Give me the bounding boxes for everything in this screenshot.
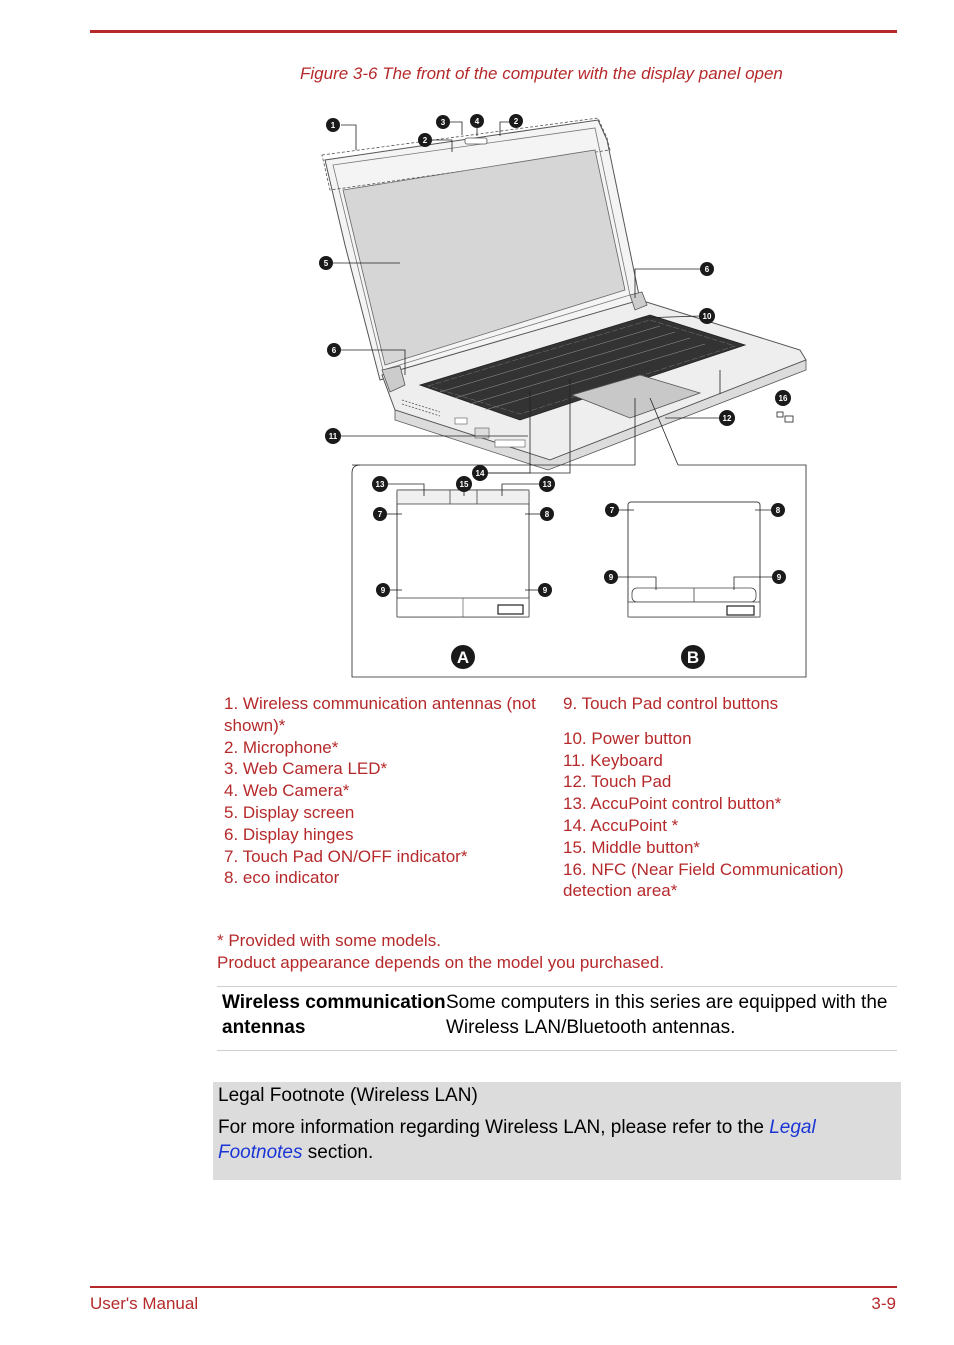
svg-text:11: 11 xyxy=(329,432,338,441)
header-rule xyxy=(90,30,897,33)
legend-item: 16. NFC (Near Field Communication) detec… xyxy=(563,859,844,901)
callout-7a: 7 xyxy=(373,507,387,521)
definition-description: Some computers in this series are equipp… xyxy=(446,992,888,1038)
callout-8b: 8 xyxy=(771,503,785,517)
callout-13b: 13 xyxy=(539,476,555,492)
callout-8a: 8 xyxy=(540,507,554,521)
callout-1: 1 xyxy=(326,118,340,132)
legend-item: 2. Microphone* xyxy=(224,737,339,757)
legend-item: 13. AccuPoint control button* xyxy=(563,794,782,814)
legend-item: 11. Keyboard xyxy=(563,750,663,770)
figure-notes: * Provided with some models. Product app… xyxy=(217,930,664,974)
svg-text:9: 9 xyxy=(543,586,548,595)
svg-text:2: 2 xyxy=(514,117,519,126)
callout-9a: 9 xyxy=(376,583,390,597)
legend-item: 12. Touch Pad xyxy=(563,772,672,792)
footer-manual-title: User's Manual xyxy=(90,1294,199,1313)
callout-3: 3 xyxy=(436,115,450,129)
legend-item: 10. Power button xyxy=(563,728,692,748)
legend-item: 1. Wireless communication antennas (not … xyxy=(224,694,536,735)
legend-item: 8. eco indicator xyxy=(224,868,340,888)
definition-table: Wireless communication antennas Some com… xyxy=(217,986,897,1051)
callout-11: 11 xyxy=(325,428,341,444)
svg-text:9: 9 xyxy=(777,573,782,582)
legend-item: 7. Touch Pad ON/OFF indicator* xyxy=(224,846,468,866)
svg-text:12: 12 xyxy=(723,414,732,423)
callout-9d: 9 xyxy=(772,570,786,584)
svg-text:9: 9 xyxy=(609,573,614,582)
callout-13a: 13 xyxy=(372,476,388,492)
definition-row: Wireless communication antennas Some com… xyxy=(217,987,897,1050)
legend-item: 4. Web Camera* xyxy=(224,781,350,801)
footnote-text-before: For more information regarding Wireless … xyxy=(218,1117,770,1138)
svg-text:16: 16 xyxy=(779,394,788,403)
legend-item: 9. Touch Pad control buttons xyxy=(563,694,779,713)
legend-item: 3. Web Camera LED* xyxy=(224,759,388,779)
svg-text:14: 14 xyxy=(476,469,485,478)
svg-text:4: 4 xyxy=(475,117,480,126)
svg-text:6: 6 xyxy=(705,265,710,274)
svg-text:8: 8 xyxy=(776,506,781,515)
svg-text:15: 15 xyxy=(460,480,469,489)
panel-label-a: A xyxy=(451,645,475,669)
footnote-text-after: section. xyxy=(302,1141,374,1163)
footnote-text: For more information regarding Wireless … xyxy=(218,1116,890,1165)
laptop-illustration: 1 2 3 4 2 5 6 6 10 16 12 11 14 13 15 13 … xyxy=(319,114,807,678)
callout-5: 5 xyxy=(319,256,333,270)
svg-text:2: 2 xyxy=(423,136,428,145)
legend-item: 5. Display screen xyxy=(224,802,355,822)
svg-text:9: 9 xyxy=(381,586,386,595)
legal-footnotes-link[interactable]: Legal Footnotes xyxy=(218,1117,816,1163)
legend-item: 15. Middle button* xyxy=(563,837,701,857)
definition-term: Wireless communication antennas xyxy=(222,992,446,1038)
callout-10: 10 xyxy=(699,308,715,324)
callout-15: 15 xyxy=(456,476,472,492)
callout-7b: 7 xyxy=(605,503,619,517)
svg-text:7: 7 xyxy=(378,510,383,519)
callout-16: 16 xyxy=(775,390,791,406)
legend-item: 6. Display hinges xyxy=(224,824,354,844)
svg-text:13: 13 xyxy=(543,480,552,489)
svg-text:6: 6 xyxy=(332,346,337,355)
svg-text:10: 10 xyxy=(703,312,712,321)
note-line: * Provided with some models. xyxy=(217,931,441,950)
callout-9c: 9 xyxy=(604,570,618,584)
svg-text:A: A xyxy=(457,648,469,667)
legal-footnote-box: Legal Footnote (Wireless LAN) For more i… xyxy=(213,1082,901,1180)
footnote-title: Legal Footnote (Wireless LAN) xyxy=(218,1085,478,1106)
laptop-figure: 1 2 3 4 2 5 6 6 10 16 12 11 14 13 15 13 … xyxy=(300,100,820,690)
callout-6b: 6 xyxy=(700,262,714,276)
footer-page-number: 3-9 xyxy=(871,1294,896,1313)
figure-caption: Figure 3-6 The front of the computer wit… xyxy=(300,64,783,83)
svg-text:3: 3 xyxy=(441,118,446,127)
footer-rule xyxy=(90,1286,897,1288)
svg-text:1: 1 xyxy=(331,121,336,130)
callout-2a: 2 xyxy=(418,133,432,147)
svg-text:5: 5 xyxy=(324,259,329,268)
svg-text:B: B xyxy=(687,648,699,667)
note-line: Product appearance depends on the model … xyxy=(217,953,665,972)
legend-right-column: 9. Touch Pad control buttons 10. Power b… xyxy=(563,693,883,902)
callout-9b: 9 xyxy=(538,583,552,597)
callout-2b: 2 xyxy=(509,114,523,128)
panel-label-b: B xyxy=(681,645,705,669)
callout-6a: 6 xyxy=(327,343,341,357)
callout-4: 4 xyxy=(470,114,484,128)
callout-12: 12 xyxy=(719,410,735,426)
legend-item: 14. AccuPoint * xyxy=(563,815,679,835)
svg-text:13: 13 xyxy=(376,480,385,489)
callout-14: 14 xyxy=(472,465,488,481)
svg-text:7: 7 xyxy=(610,506,615,515)
svg-text:8: 8 xyxy=(545,510,550,519)
legend-left-column: 1. Wireless communication antennas (not … xyxy=(224,693,544,889)
